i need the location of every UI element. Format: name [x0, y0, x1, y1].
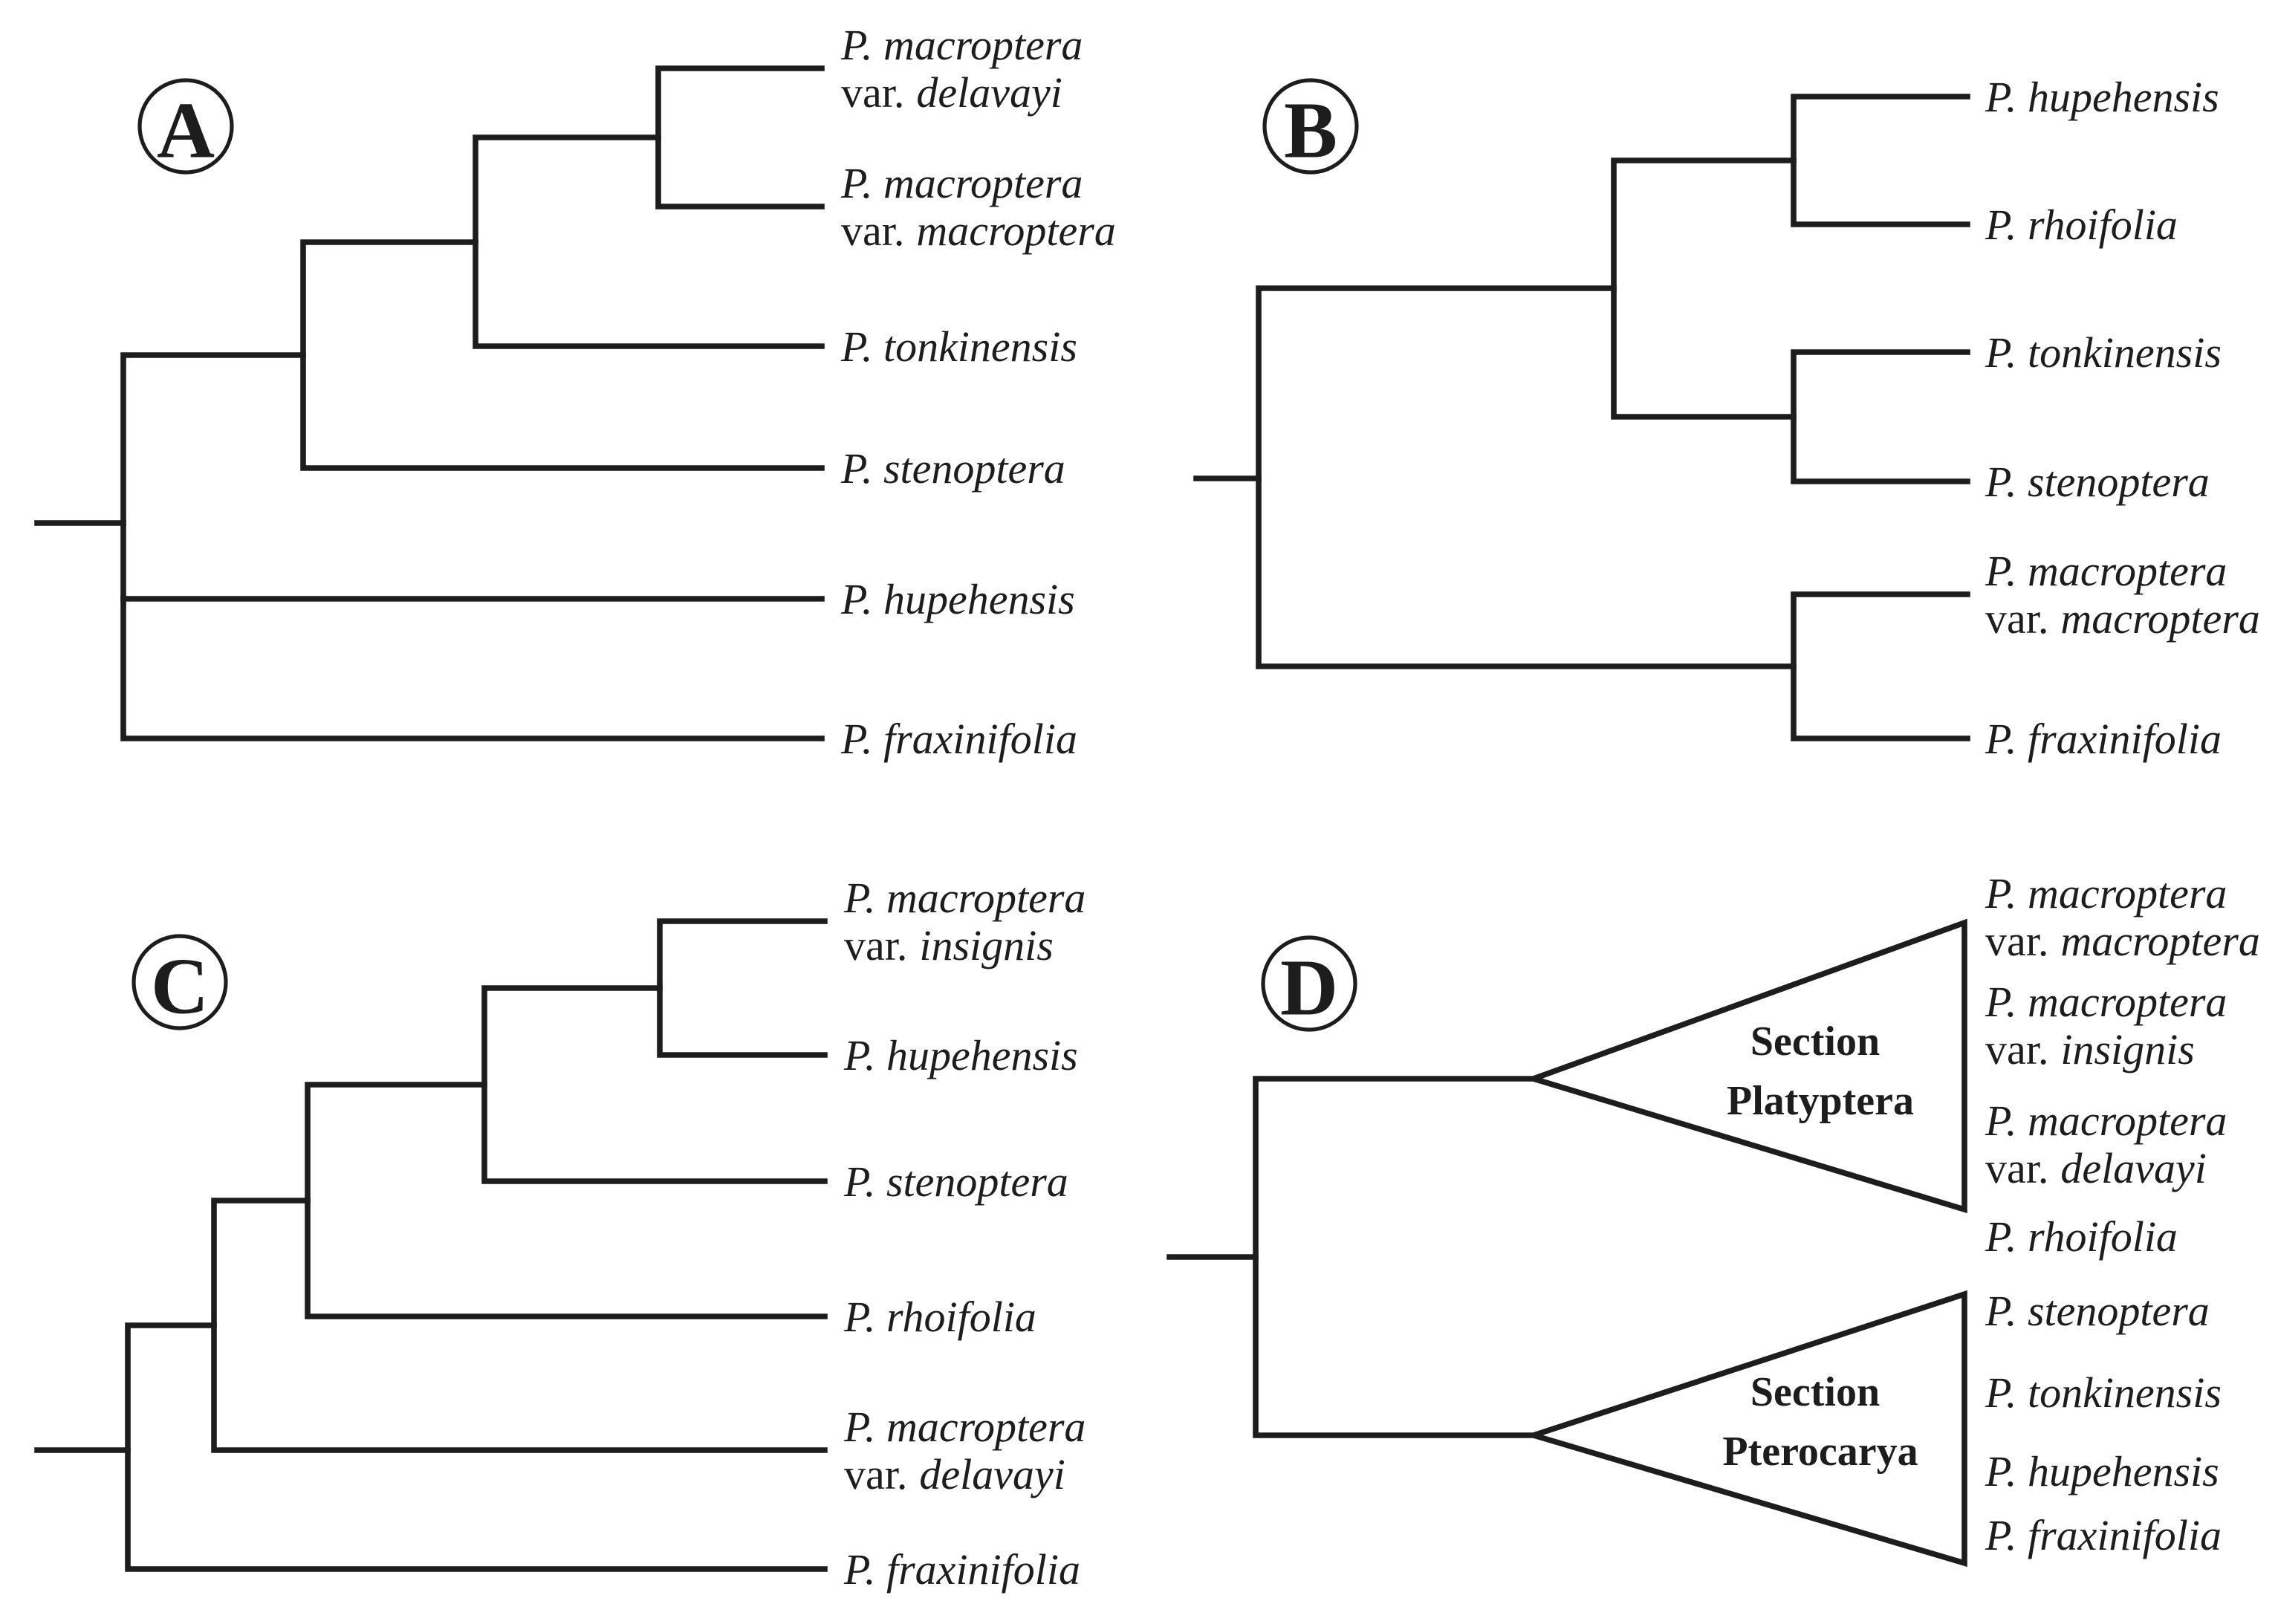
taxon-label-c-hupehensis: P. hupehensis	[843, 1031, 1078, 1079]
panel-d: D Section Platyptera Section Pterocarya …	[1166, 869, 2260, 1568]
panel-b-badge-circle	[1262, 78, 1359, 175]
branch-a-node-tonkinensis	[473, 134, 825, 349]
taxon-label-c-rhoifolia: P. rhoifolia	[843, 1293, 1036, 1341]
branch-a-node-stenoptera	[300, 239, 825, 471]
collapsed-clade-platyptera-triangle	[1524, 918, 1967, 1214]
panel-a: A P. macroptera var.delavayi P. macropte…	[34, 21, 1116, 763]
taxon-label-b-fraxinifolia: P. fraxinifolia	[1985, 715, 2222, 763]
taxon-label-d-macroptera-macroptera: P. macroptera var.macroptera	[1985, 869, 2260, 965]
branch-d-root	[1253, 1076, 1536, 1438]
taxon-label-d-hupehensis: P. hupehensis	[1985, 1447, 2219, 1495]
taxon-label-d-tonkinensis: P. tonkinensis	[1985, 1368, 2222, 1417]
branch-c-root-fraxinifolia	[125, 1322, 828, 1572]
taxon-label-a-tonkinensis: P. tonkinensis	[840, 322, 1077, 371]
branch-a-cherry-macroptera-vars	[655, 65, 825, 210]
branch-b-cherry-macroptera-fraxinifolia	[1791, 591, 1970, 741]
taxon-label-c-stenoptera: P. stenoptera	[843, 1157, 1068, 1206]
taxon-label-a-hupehensis: P. hupehensis	[840, 575, 1075, 623]
branch-b-cherry-hupehensis-rhoifolia	[1791, 94, 1970, 227]
branch-b-root	[1256, 285, 1797, 669]
panel-c-badge-circle	[132, 934, 228, 1030]
taxon-label-b-tonkinensis: P. tonkinensis	[1985, 328, 2222, 377]
taxon-label-b-hupehensis: P. hupehensis	[1985, 73, 2219, 121]
taxon-label-b-macroptera-macroptera: P. macroptera var.macroptera	[1985, 547, 2260, 643]
taxon-label-d-macroptera-insignis: P. macroptera var.insignis	[1985, 978, 2238, 1074]
branch-c-node-rhoifolia	[305, 1082, 828, 1319]
branch-b-inner-node	[1611, 157, 1797, 420]
panel-d-badge-circle	[1261, 935, 1357, 1032]
panel-a-badge-circle	[137, 78, 234, 175]
taxon-label-d-fraxinifolia: P. fraxinifolia	[1985, 1511, 2222, 1559]
panel-a-badge-letter: A	[157, 87, 215, 175]
taxon-label-d-stenoptera: P. stenoptera	[1985, 1287, 2210, 1335]
branch-c-node-stenoptera	[481, 985, 828, 1184]
branch-a-root-fraxinifolia	[120, 352, 825, 741]
panel-b: B P. hupehensis P. rhoifolia P. tonkinen…	[1193, 73, 2260, 763]
taxon-label-d-macroptera-delavayi: P. macroptera var.delavayi	[1985, 1097, 2238, 1192]
branch-c-cherry-insignis-hupehensis	[657, 918, 828, 1058]
taxon-label-c-macroptera-insignis: P. macroptera var.insignis	[843, 874, 1097, 969]
panel-c: C P. macroptera var.insignis P. hupehens…	[34, 874, 1097, 1594]
branch-b-cherry-tonkinensis-stenoptera	[1791, 349, 1970, 484]
panel-b-badge-letter: B	[1284, 87, 1337, 175]
taxon-label-b-rhoifolia: P. rhoifolia	[1985, 201, 2178, 249]
panel-d-badge-letter: D	[1280, 944, 1338, 1033]
collapsed-clade-pterocarya-triangle	[1524, 1290, 1967, 1568]
taxon-label-b-stenoptera: P. stenoptera	[1985, 458, 2210, 506]
taxon-label-a-fraxinifolia: P. fraxinifolia	[840, 715, 1077, 763]
section-pterocarya-label: Section Pterocarya	[1722, 1369, 1918, 1475]
section-platyptera-label: Section Platyptera	[1727, 1019, 1914, 1124]
taxon-label-c-macroptera-delavayi: P. macroptera var.delavayi	[843, 1403, 1097, 1498]
taxon-label-c-fraxinifolia: P. fraxinifolia	[843, 1545, 1080, 1594]
panel-c-badge-letter: C	[151, 943, 209, 1031]
taxon-label-d-rhoifolia: P. rhoifolia	[1985, 1212, 2178, 1261]
taxon-label-a-macroptera-macroptera: P. macroptera var.macroptera	[840, 159, 1116, 255]
taxon-label-a-stenoptera: P. stenoptera	[840, 444, 1065, 493]
taxon-label-a-macroptera-delavayi: P. macroptera var.delavayi	[840, 21, 1094, 117]
